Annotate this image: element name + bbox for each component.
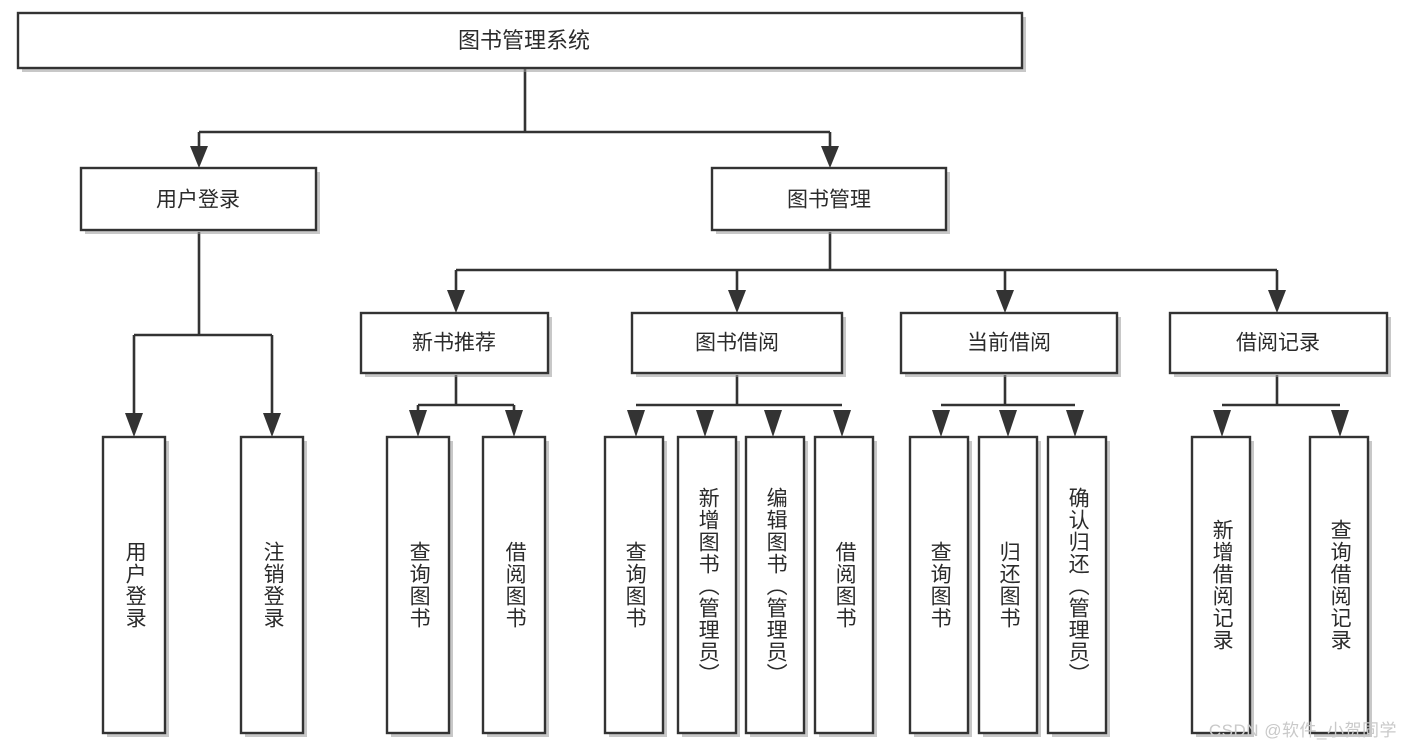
leaf-boxes — [101, 435, 1372, 737]
node-current-borrow-label: 当前借阅 — [967, 332, 1051, 355]
node-book-borrow-label: 图书借阅 — [695, 332, 779, 355]
node-book-manage-box[interactable] — [710, 166, 948, 232]
node-root[interactable]: 图书管理系统 — [16, 11, 1026, 72]
node-user-login-box[interactable] — [79, 166, 318, 232]
leaf-box-book-borrow-3[interactable] — [744, 435, 806, 735]
arrow-user-login — [190, 146, 208, 168]
arrow-leaf-user-login-1 — [125, 413, 143, 437]
arrow-leaf-borrow-record-2 — [1331, 410, 1349, 437]
node-new-book-recommend-label: 新书推荐 — [412, 332, 496, 355]
node-root-box[interactable] — [16, 11, 1024, 70]
leaf-box-book-borrow-1[interactable] — [603, 435, 665, 735]
leaf-box-user-login-2[interactable] — [239, 435, 305, 735]
node-current-borrow[interactable]: 当前借阅 — [899, 311, 1121, 377]
node-user-login[interactable]: 用户登录 — [79, 166, 320, 234]
arrow-leaf-borrow-record-1 — [1213, 410, 1231, 437]
leaf-box-borrow-record-1[interactable] — [1190, 435, 1252, 735]
leaf-box-new-book-1[interactable] — [385, 435, 451, 735]
arrow-leaf-new-book-1 — [409, 410, 427, 437]
node-borrow-record-box[interactable] — [1168, 311, 1389, 375]
node-book-borrow-box[interactable] — [630, 311, 844, 375]
arrow-book-borrow — [728, 290, 746, 313]
leaf-box-current-borrow-2[interactable] — [977, 435, 1039, 735]
node-book-manage[interactable]: 图书管理 — [710, 166, 950, 234]
node-current-borrow-box[interactable] — [899, 311, 1119, 375]
leaf-box-user-login-1[interactable] — [101, 435, 167, 735]
arrow-leaf-book-borrow-4 — [833, 410, 851, 437]
arrow-leaf-current-borrow-1 — [932, 410, 950, 437]
node-new-book-recommend[interactable]: 新书推荐 — [359, 311, 552, 377]
leaf-box-borrow-record-2[interactable] — [1308, 435, 1370, 735]
node-book-manage-label: 图书管理 — [787, 189, 871, 212]
arrow-current-borrow — [996, 290, 1014, 313]
arrow-leaf-book-borrow-3 — [764, 410, 782, 437]
node-user-login-label: 用户登录 — [156, 189, 240, 212]
arrow-book-manage — [821, 146, 839, 168]
arrow-leaf-new-book-2 — [505, 410, 523, 437]
leaf-box-book-borrow-2[interactable] — [676, 435, 738, 735]
arrow-leaf-current-borrow-3 — [1066, 410, 1084, 437]
arrow-leaf-current-borrow-2 — [999, 410, 1017, 437]
arrow-leaf-book-borrow-2 — [696, 410, 714, 437]
leaf-box-new-book-2[interactable] — [481, 435, 547, 735]
leaf-box-current-borrow-3[interactable] — [1046, 435, 1108, 735]
arrow-leaf-book-borrow-1 — [627, 410, 645, 437]
node-borrow-record-label: 借阅记录 — [1236, 332, 1320, 355]
connectors — [125, 68, 1349, 437]
node-book-borrow[interactable]: 图书借阅 — [630, 311, 846, 377]
node-root-label: 图书管理系统 — [458, 28, 590, 53]
arrow-leaf-user-login-2 — [263, 413, 281, 437]
node-borrow-record[interactable]: 借阅记录 — [1168, 311, 1391, 377]
csdn-watermark: CSDN @软件_小贺同学 — [1208, 721, 1397, 740]
node-new-book-recommend-box[interactable] — [359, 311, 550, 375]
leaf-box-book-borrow-4[interactable] — [813, 435, 875, 735]
arrow-new-book — [447, 290, 465, 313]
arrow-borrow-record — [1268, 290, 1286, 313]
leaf-box-current-borrow-1[interactable] — [908, 435, 970, 735]
